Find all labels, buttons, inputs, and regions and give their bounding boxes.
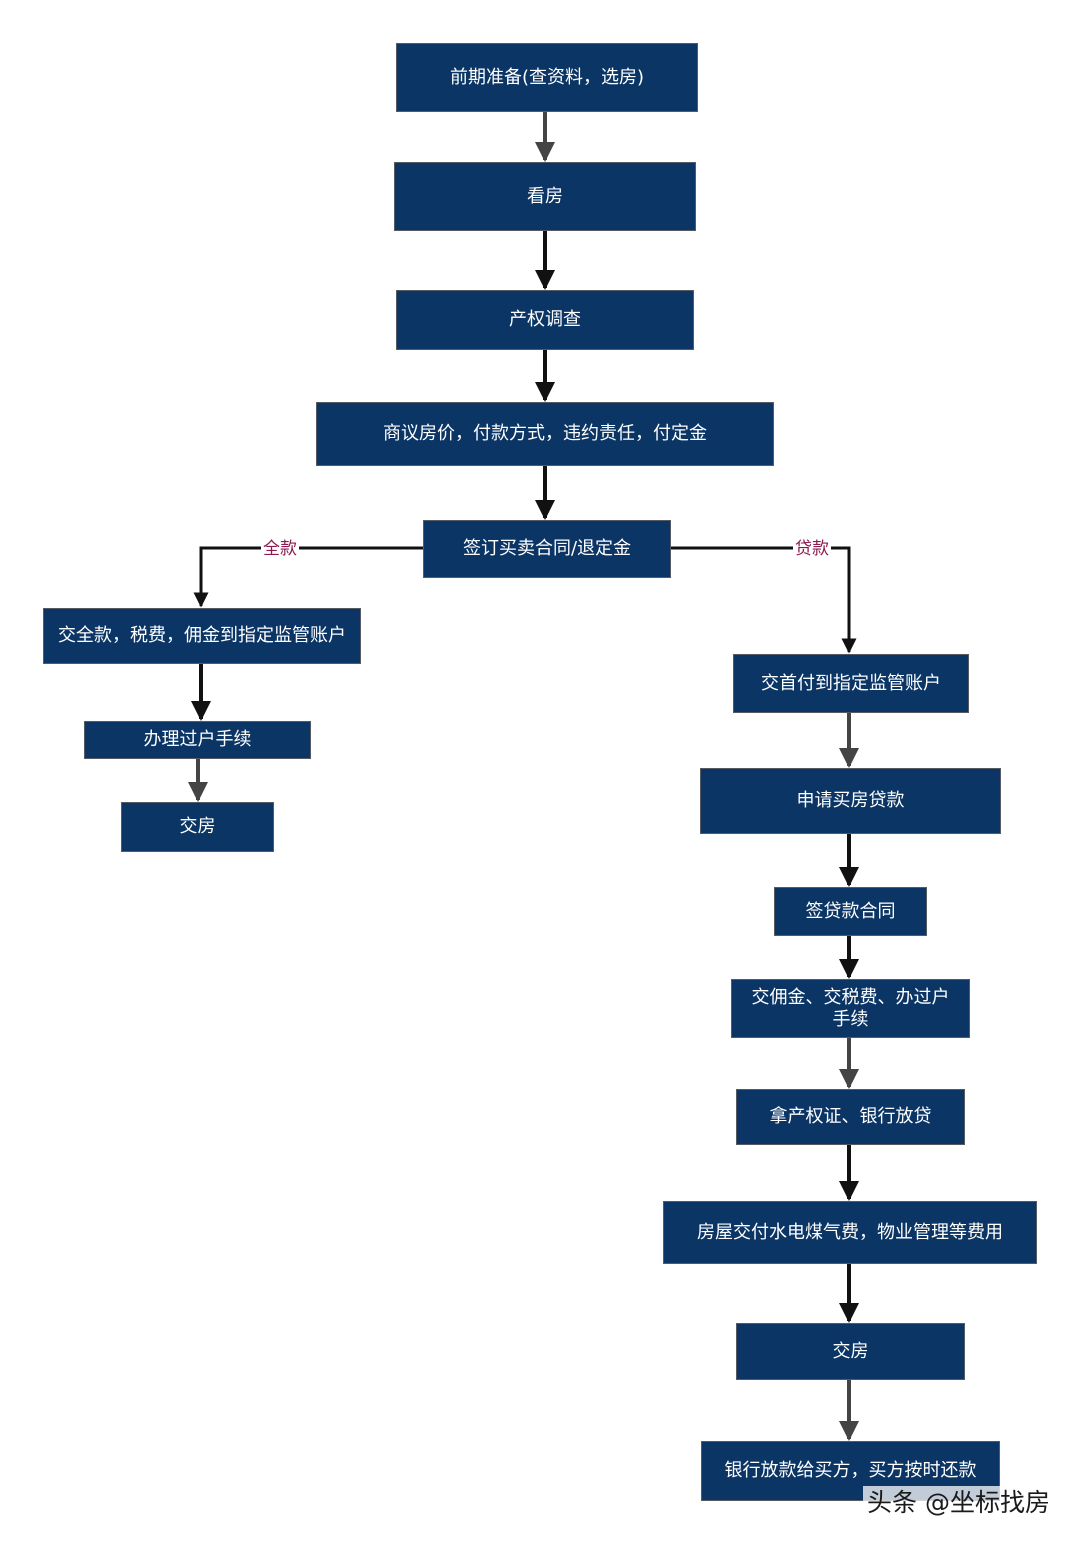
footer-credit: 头条 @坐标找房 (863, 1486, 1054, 1520)
arrow-branch-full (193, 546, 423, 608)
full-step-pay-to-escrow: 交全款，税费，佣金到指定监管账户 (43, 608, 361, 664)
step-negotiate: 商议房价，付款方式，违约责任，付定金 (316, 402, 774, 466)
loan-step-fees-transfer: 交佣金、交税费、办过户手续 (731, 979, 970, 1038)
step-view-house: 看房 (394, 162, 696, 231)
arrow-branch-loan (671, 546, 857, 654)
step-title-check: 产权调查 (396, 290, 694, 350)
loan-step-apply-loan: 申请买房贷款 (700, 768, 1001, 834)
loan-step-title-deed: 拿产权证、银行放贷 (736, 1089, 965, 1145)
step-preparation: 前期准备(查资料，选房) (396, 43, 698, 112)
loan-step-utilities: 房屋交付水电煤气费，物业管理等费用 (663, 1201, 1037, 1264)
branch-label-full-payment: 全款 (261, 539, 299, 559)
loan-step-sign-loan-contract: 签贷款合同 (774, 887, 927, 936)
loan-step-handover: 交房 (736, 1323, 965, 1380)
full-step-handover: 交房 (121, 802, 274, 852)
branch-label-loan: 贷款 (793, 539, 831, 559)
step-sign-contract: 签订买卖合同/退定金 (423, 520, 671, 578)
loan-step-down-payment: 交首付到指定监管账户 (733, 654, 969, 713)
full-step-transfer: 办理过户手续 (84, 721, 311, 759)
